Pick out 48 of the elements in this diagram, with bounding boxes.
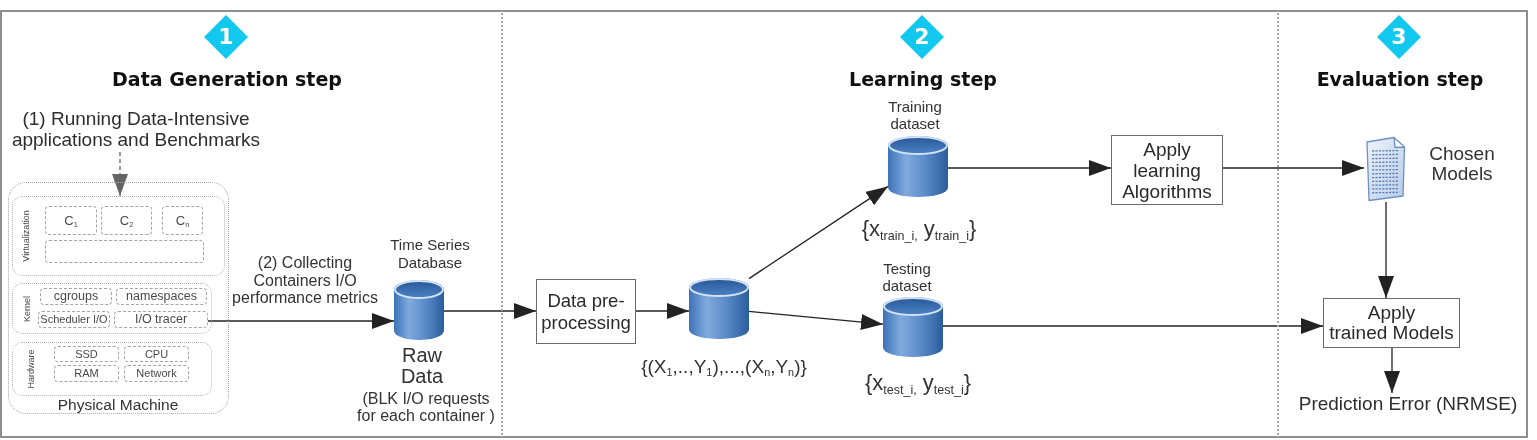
database-label: Raw Data <box>399 345 445 387</box>
box-title: Physical Machine <box>57 396 179 413</box>
layer-label: Virtualization <box>21 210 31 262</box>
arrow <box>635 303 690 319</box>
dashed-arrow <box>112 151 128 197</box>
formula-label: {(X$_{1}$,..,Y$_{1}$),...,(X$_{n}$,Y$_{n}$)} <box>641 355 807 379</box>
component-box: namespaces <box>116 288 207 305</box>
arrow <box>942 318 1324 334</box>
arrow <box>443 303 537 319</box>
step-panel <box>1279 10 1528 438</box>
result-text: Prediction Error (NRMSE) <box>1294 393 1522 415</box>
arrow <box>748 310 884 330</box>
process-box: Apply learning Algorithms <box>1111 135 1223 205</box>
arrow <box>1378 201 1394 299</box>
note-text: (BLK I/O requests for each container ) <box>356 390 496 424</box>
component-box: cgroups <box>40 288 112 305</box>
icon-caption: Chosen Models <box>1428 144 1496 184</box>
step-panel <box>503 10 1279 438</box>
layer-label: Hardware <box>26 349 36 389</box>
component-box: C$_{2}$ <box>101 206 152 235</box>
process-box: Apply trained Models <box>1323 298 1460 348</box>
edge-label: (2) Collecting Containers I/O performance metrics <box>230 254 380 307</box>
arrow <box>1222 160 1365 176</box>
dataset-label: Testing dataset <box>881 260 933 294</box>
component-box: C$_{n}$ <box>162 206 203 235</box>
arrow <box>207 313 395 329</box>
component-box: SSD <box>54 346 119 362</box>
component-box <box>45 240 204 263</box>
step-heading: Learning step <box>849 68 997 90</box>
layer-label: Kernel <box>22 295 32 322</box>
step-panel <box>0 10 503 438</box>
component-box: RAM <box>54 365 119 382</box>
arrow <box>1384 347 1400 394</box>
step-heading: Evaluation step <box>1316 68 1484 90</box>
formula-label: {x$_{test_i,}$ y$_{test_i}$} <box>864 369 972 396</box>
step-heading: Data Generation step <box>112 68 342 90</box>
database-label: Time Series Database <box>389 236 471 272</box>
component-box: I/O tracer <box>114 311 208 328</box>
annotation-text: (1) Running Data-Intensive applications and Benchmarks <box>7 108 265 152</box>
dataset-label: Training dataset <box>887 98 943 132</box>
component-box: C$_{1}$ <box>45 206 97 235</box>
process-box: Data pre-processing <box>536 279 636 344</box>
arrow <box>947 160 1112 176</box>
arrow <box>748 185 889 280</box>
component-box: Scheduler I/O <box>38 311 110 328</box>
component-box: Network <box>124 365 189 382</box>
component-box: CPU <box>124 346 189 362</box>
formula-label: {x$_{train_i,}$ y$_{train_i}$} <box>861 215 977 242</box>
